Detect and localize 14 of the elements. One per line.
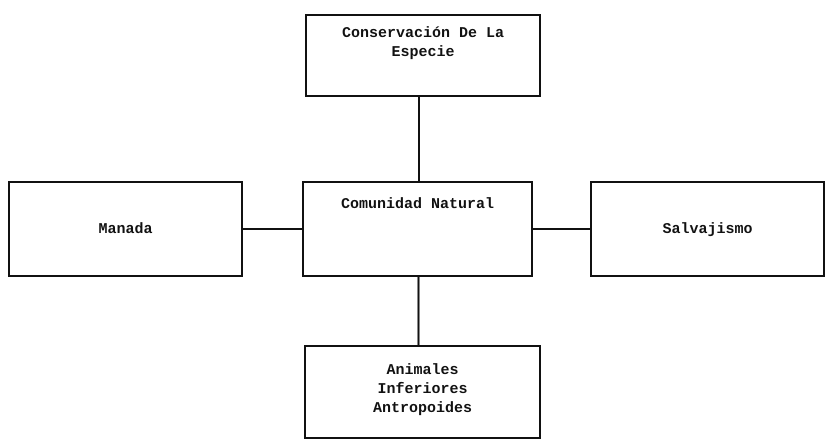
node-label: Manada	[97, 220, 154, 238]
text-box	[590, 181, 825, 277]
node-label: Comunidad Natural	[340, 195, 496, 214]
connector-line	[418, 277, 420, 345]
node-label: Conservación De La Especie	[340, 24, 506, 62]
connector-line	[418, 97, 420, 181]
connector-line	[243, 228, 302, 230]
node-label: Animales Inferiores Antropoides	[372, 361, 474, 418]
connector-line	[533, 228, 590, 230]
text-box	[8, 181, 243, 277]
text-box	[305, 14, 541, 97]
node-label: Salvajismo	[661, 220, 754, 238]
text-box	[304, 345, 541, 439]
text-box	[302, 181, 533, 277]
